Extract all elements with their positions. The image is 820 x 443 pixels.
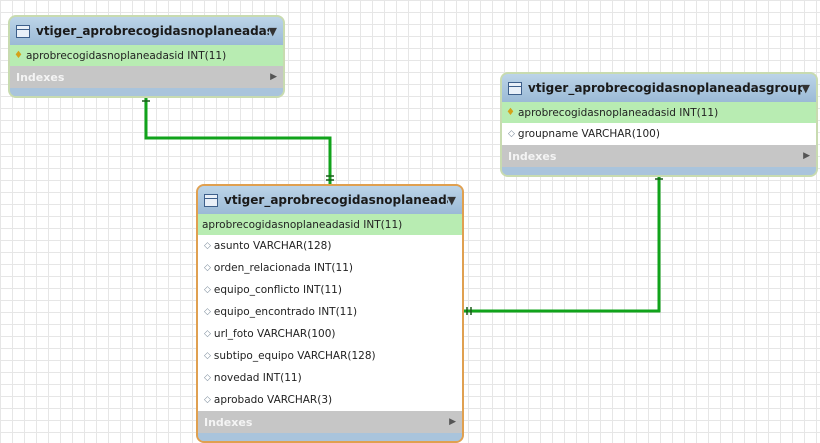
diamond-icon: ◇ bbox=[508, 129, 515, 139]
column-label: groupname VARCHAR(100) bbox=[517, 128, 660, 140]
indexes-label: Indexes bbox=[204, 415, 253, 429]
column-list: ◇ groupname VARCHAR(100) bbox=[502, 123, 816, 145]
table-header[interactable]: vtiger_aprobrecogidasnoplaneadascf ▼ bbox=[10, 17, 283, 45]
column-label: aprobrecogidasnoplaneadasid INT(11) bbox=[202, 218, 403, 231]
indexes-row[interactable]: Indexes ▶ bbox=[198, 411, 462, 433]
diamond-icon: ◇ bbox=[204, 307, 211, 317]
table-icon bbox=[508, 81, 522, 95]
column-row[interactable]: ◇ novedad INT(11) bbox=[198, 367, 462, 389]
primary-key-row[interactable]: ♦ aprobrecogidasnoplaneadasid INT(11) bbox=[502, 102, 816, 123]
table-cf[interactable]: vtiger_aprobrecogidasnoplaneadascf ▼ ♦ a… bbox=[10, 17, 283, 96]
table-footer bbox=[502, 167, 816, 175]
triangle-right-icon[interactable]: ▶ bbox=[803, 151, 810, 161]
diamond-icon: ◇ bbox=[204, 329, 211, 339]
diamond-icon: ◇ bbox=[204, 395, 211, 405]
indexes-label: Indexes bbox=[16, 70, 65, 84]
caret-down-icon[interactable]: ▼ bbox=[268, 24, 277, 38]
column-label: orden_relacionada INT(11) bbox=[213, 262, 353, 274]
column-row[interactable]: ◇ url_foto VARCHAR(100) bbox=[198, 323, 462, 345]
primary-key-row[interactable]: ♦ aprobrecogidasnoplaneadasid INT(11) bbox=[10, 45, 283, 66]
column-label: subtipo_equipo VARCHAR(128) bbox=[213, 350, 376, 362]
diamond-icon: ◇ bbox=[204, 351, 211, 361]
triangle-right-icon[interactable]: ▶ bbox=[449, 417, 456, 427]
table-footer bbox=[198, 433, 462, 441]
indexes-row[interactable]: Indexes ▶ bbox=[502, 145, 816, 167]
diamond-icon: ◇ bbox=[204, 263, 211, 273]
column-row[interactable]: ◇ groupname VARCHAR(100) bbox=[502, 123, 816, 145]
indexes-row[interactable]: Indexes ▶ bbox=[10, 66, 283, 88]
diamond-icon: ◇ bbox=[204, 241, 211, 251]
column-row[interactable]: ◇ subtipo_equipo VARCHAR(128) bbox=[198, 345, 462, 367]
column-label: aprobrecogidasnoplaneadasid INT(11) bbox=[25, 49, 227, 62]
table-header[interactable]: vtiger_aprobrecogidasnoplaneadas ▼ bbox=[198, 186, 462, 214]
column-row[interactable]: ◇ equipo_encontrado INT(11) bbox=[198, 301, 462, 323]
column-label: equipo_encontrado INT(11) bbox=[213, 306, 358, 318]
relationship-line-grouprel[interactable] bbox=[463, 172, 661, 313]
table-grouprel[interactable]: vtiger_aprobrecogidasnoplaneadasgrouprel… bbox=[502, 74, 816, 175]
caret-down-icon[interactable]: ▼ bbox=[801, 81, 810, 95]
caret-down-icon[interactable]: ▼ bbox=[447, 193, 456, 207]
diamond-icon: ◇ bbox=[204, 373, 211, 383]
key-icon: ♦ bbox=[14, 50, 23, 61]
table-header[interactable]: vtiger_aprobrecogidasnoplaneadasgrouprel… bbox=[502, 74, 816, 102]
column-label: url_foto VARCHAR(100) bbox=[213, 328, 336, 340]
column-row[interactable]: ◇ aprobado VARCHAR(3) bbox=[198, 389, 462, 411]
table-name: vtiger_aprobrecogidasnoplaneadascf bbox=[36, 24, 269, 38]
table-name: vtiger_aprobrecogidasnoplaneadasgrouprel bbox=[528, 81, 802, 95]
indexes-label: Indexes bbox=[508, 149, 557, 163]
column-row[interactable]: ◇ orden_relacionada INT(11) bbox=[198, 257, 462, 279]
column-label: equipo_conflicto INT(11) bbox=[213, 284, 342, 296]
column-label: novedad INT(11) bbox=[213, 372, 302, 384]
table-footer bbox=[10, 88, 283, 96]
column-list: ◇ asunto VARCHAR(128) ◇ orden_relacionad… bbox=[198, 235, 462, 411]
relationship-line-cf[interactable] bbox=[144, 94, 332, 185]
triangle-right-icon[interactable]: ▶ bbox=[270, 72, 277, 82]
table-name: vtiger_aprobrecogidasnoplaneadas bbox=[224, 193, 448, 207]
column-label: aprobrecogidasnoplaneadasid INT(11) bbox=[517, 106, 719, 119]
key-icon: ♦ bbox=[506, 107, 515, 118]
column-label: aprobado VARCHAR(3) bbox=[213, 394, 333, 406]
column-row[interactable]: ◇ equipo_conflicto INT(11) bbox=[198, 279, 462, 301]
table-icon bbox=[16, 24, 30, 38]
primary-key-row[interactable]: aprobrecogidasnoplaneadasid INT(11) bbox=[198, 214, 462, 235]
diamond-icon: ◇ bbox=[204, 285, 211, 295]
column-label: asunto VARCHAR(128) bbox=[213, 240, 332, 252]
table-main[interactable]: vtiger_aprobrecogidasnoplaneadas ▼ aprob… bbox=[198, 186, 462, 441]
table-icon bbox=[204, 193, 218, 207]
column-row[interactable]: ◇ asunto VARCHAR(128) bbox=[198, 235, 462, 257]
